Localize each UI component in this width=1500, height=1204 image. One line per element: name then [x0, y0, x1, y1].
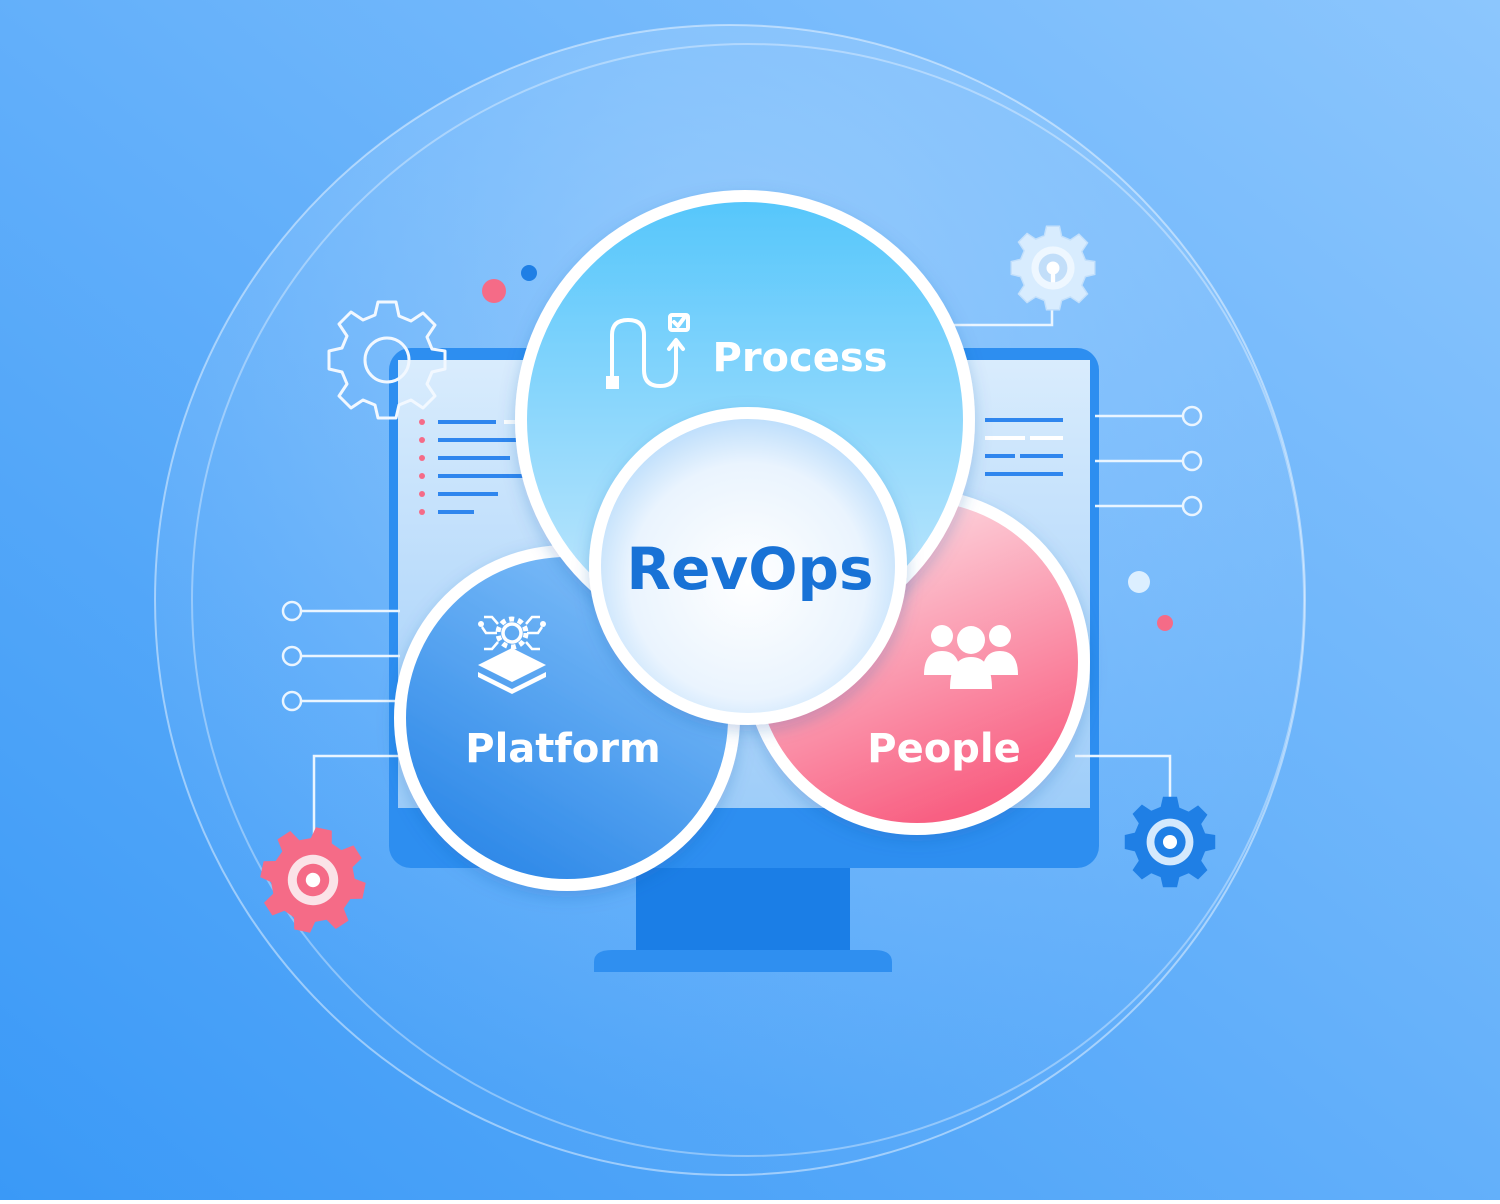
gear-icon	[260, 827, 366, 933]
gear-icon	[1010, 225, 1096, 311]
gear-icon	[327, 300, 447, 420]
process-label: Process	[713, 335, 888, 381]
code-lines-right	[985, 418, 1063, 476]
platform-layers-icon	[478, 615, 546, 694]
connectors-left	[281, 600, 420, 858]
gear-icon	[1124, 796, 1216, 888]
people-group-icon	[924, 625, 1018, 689]
revops-center-label: RevOps	[626, 535, 873, 603]
decor-dots	[482, 265, 1173, 631]
platform-label: Platform	[465, 726, 660, 772]
halo-inner	[191, 43, 1305, 1157]
process-flow-icon	[606, 313, 690, 389]
people-label: People	[867, 726, 1020, 772]
circle-revops	[589, 407, 907, 725]
